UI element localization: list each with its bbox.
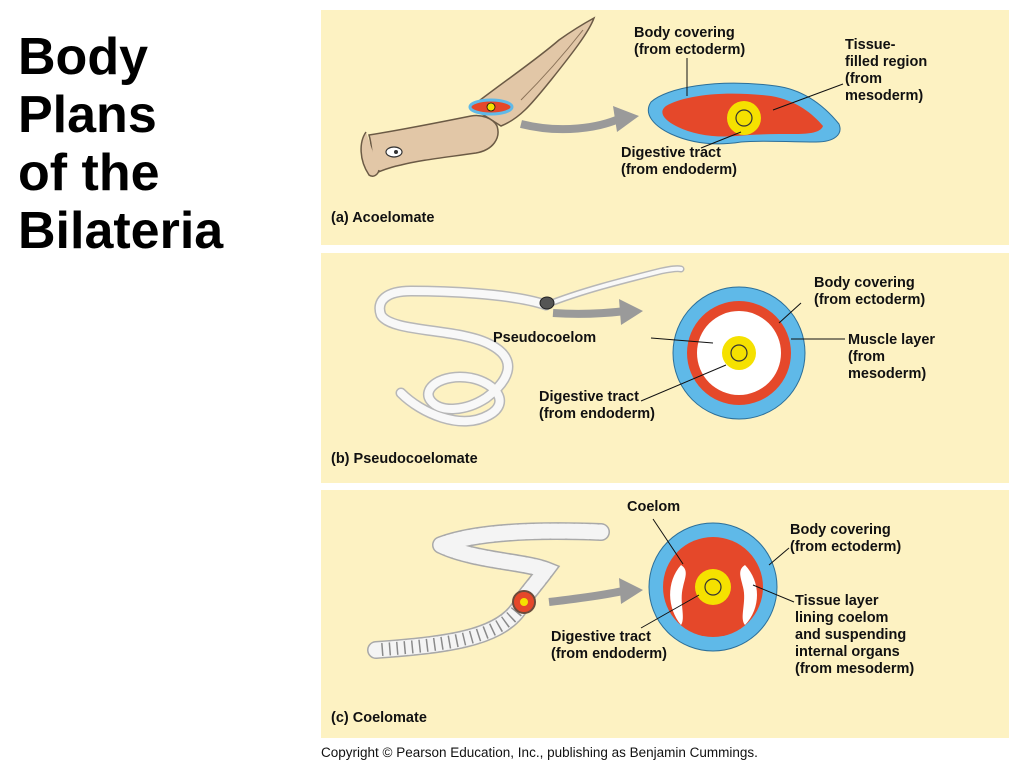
tissue-layer-label: Tissue layer lining coelom and suspendin… xyxy=(795,593,915,677)
arrow-icon xyxy=(520,114,623,134)
coelomate-caption: (c) Coelomate xyxy=(331,710,427,726)
title-line: of the xyxy=(18,144,160,202)
tissue-filled-region-label: Tissue- filled region (from mesoderm) xyxy=(845,37,928,104)
arrow-icon xyxy=(552,307,627,318)
body-covering-label: Body covering (from ectoderm) xyxy=(814,275,926,308)
copyright-notice: Copyright © Pearson Education, Inc., pub… xyxy=(321,745,758,760)
coelomate-panel: Coelom Body covering (from ectoderm) Tis… xyxy=(321,490,1009,738)
pseudocoelom-label: Pseudocoelom xyxy=(493,330,597,346)
digestive-tract-label: Digestive tract (from endoderm) xyxy=(551,629,667,662)
pseudocoelomate-caption: (b) Pseudocoelomate xyxy=(331,451,478,467)
title-line: Body xyxy=(18,28,148,86)
body-covering-label: Body covering (from ectoderm) xyxy=(790,522,902,555)
pseudocoelomate-illustration xyxy=(374,265,845,427)
digestive-tract-label: Digestive tract (from endoderm) xyxy=(539,389,655,422)
muscle-layer-label: Muscle layer (from mesoderm) xyxy=(848,332,936,382)
arrow-icon xyxy=(548,586,628,606)
digestive-tract-label: Digestive tract (from endoderm) xyxy=(621,145,737,178)
title-line: Bilateria xyxy=(18,202,224,260)
flatworm-back-illustration xyxy=(368,114,499,174)
acoelomate-caption: (a) Acoelomate xyxy=(331,210,435,226)
slide-title: Body Plans of the Bilateria xyxy=(18,28,308,260)
flatworm-front-illustration xyxy=(469,16,596,127)
title-line: Plans xyxy=(18,86,157,144)
coelom-cavity xyxy=(670,565,686,625)
body-covering-label: Body covering (from ectoderm) xyxy=(634,25,746,58)
acoelomate-illustration xyxy=(360,16,844,177)
pseudocoelomate-panel: Body covering (from ectoderm) Pseudocoel… xyxy=(321,253,1009,483)
coelomate-illustration xyxy=(367,518,795,659)
coelom-label: Coelom xyxy=(627,499,681,515)
coelom-cavity xyxy=(740,565,757,625)
acoelomate-panel: Body covering (from ectoderm) Tissue- fi… xyxy=(321,10,1009,245)
